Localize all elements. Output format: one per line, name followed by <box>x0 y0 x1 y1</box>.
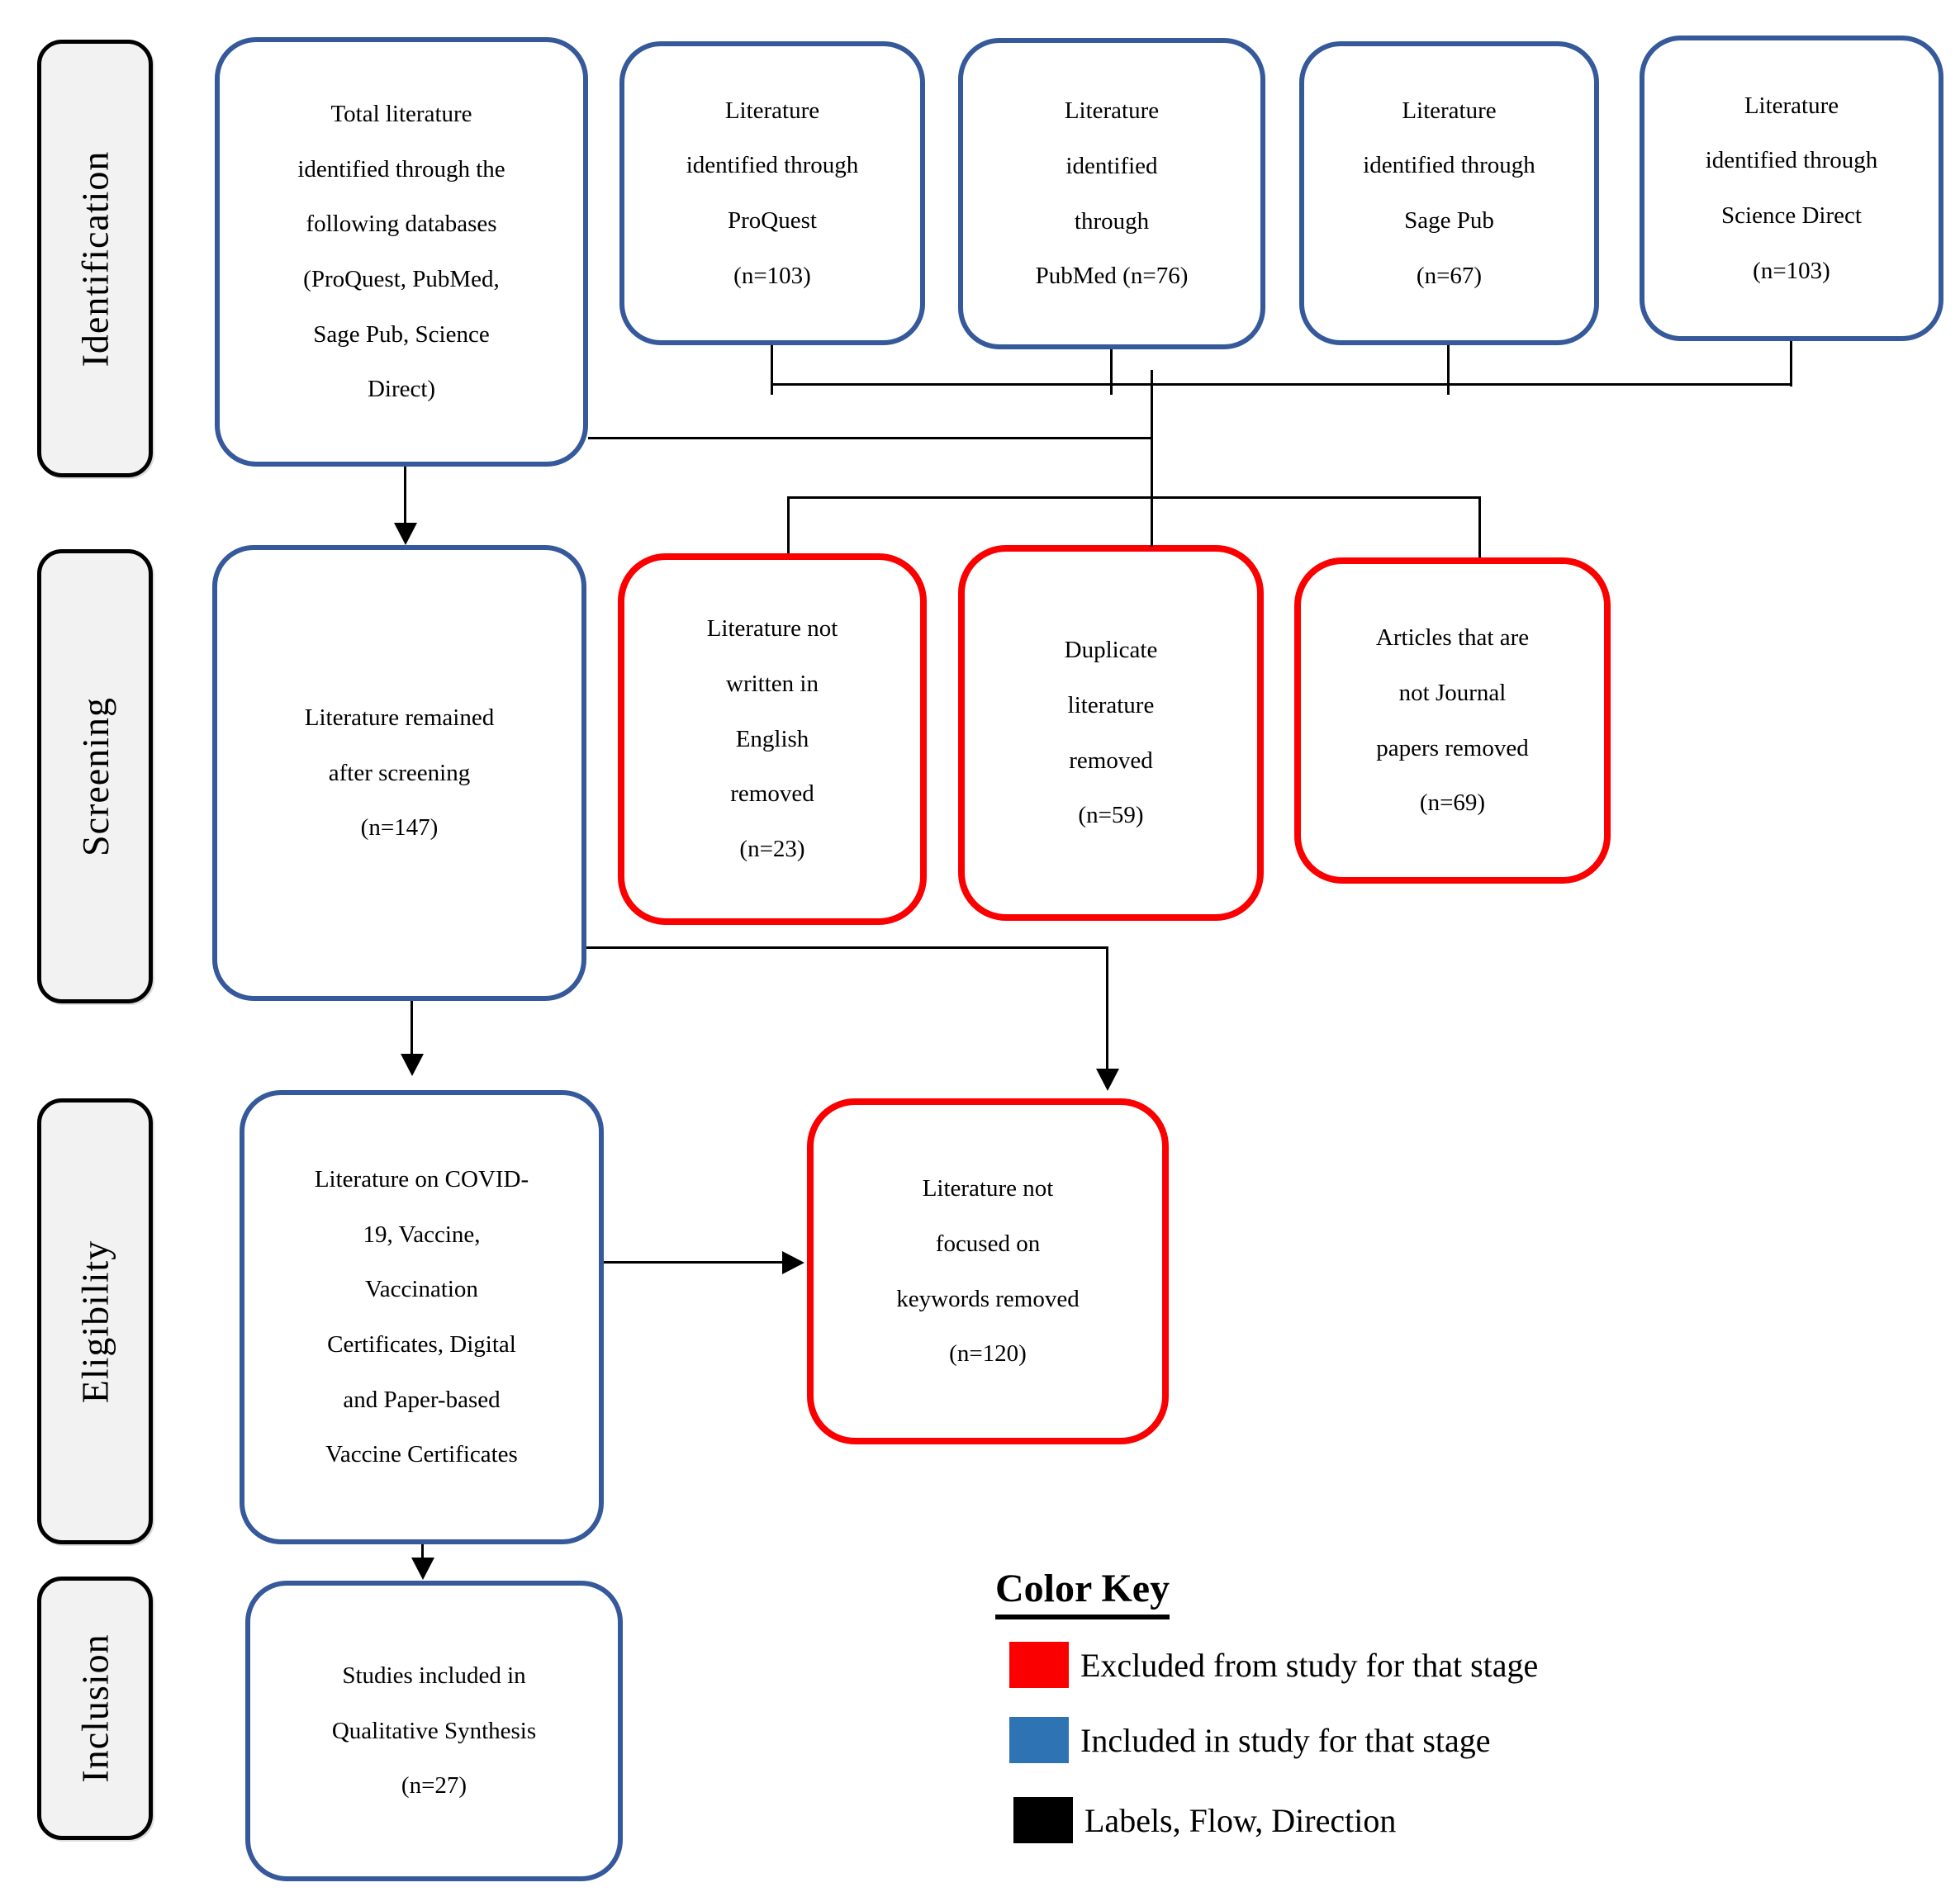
arrow-total-to-screening-head <box>394 523 417 545</box>
box-not-journal-text: Articles that are not Journal papers rem… <box>1375 624 1530 817</box>
stage-label-inclusion: Inclusion <box>37 1577 153 1840</box>
arrow-eligibility-to-inclusion-head <box>411 1558 434 1580</box>
excluded-swatch-icon <box>1009 1642 1069 1688</box>
connector-proquest-stub <box>771 345 773 395</box>
connector-sciencedirect-stub <box>1790 341 1792 386</box>
box-qualitative-synthesis: Studies included in Qualitative Synthesi… <box>245 1581 623 1881</box>
arrow-total-to-screening-line <box>404 467 406 524</box>
connector-screening-bus <box>787 496 1481 499</box>
connector-sagepub-stub <box>1447 345 1450 395</box>
arrow-screening-to-keywords-head <box>1096 1069 1119 1091</box>
box-total-literature-text: Total literature identified through the … <box>297 100 505 403</box>
box-sage-pub: Literature identified through Sage Pub (… <box>1299 41 1599 345</box>
stage-label-eligibility-text: Eligibility <box>74 1240 116 1403</box>
box-proquest-text: Literature identified through ProQuest (… <box>686 97 859 289</box>
arrow-eligibility-to-inclusion-line <box>421 1544 424 1561</box>
stage-label-screening-text: Screening <box>74 696 116 856</box>
box-total-literature: Total literature identified through the … <box>215 37 588 467</box>
color-key-title: Color Key <box>995 1566 1170 1619</box>
box-duplicates: Duplicate literature removed (n=59) <box>958 545 1264 921</box>
connector-drop-not-english <box>787 496 790 553</box>
arrow-screening-to-keywords-vline <box>1106 946 1108 1070</box>
color-key-row-excluded: Excluded from study for that stage <box>1009 1642 1538 1688</box>
color-key-label-included: Included in study for that stage <box>1080 1721 1491 1759</box>
color-key-row-included: Included in study for that stage <box>1009 1717 1491 1763</box>
color-key-row-flow: Labels, Flow, Direction <box>1013 1797 1396 1843</box>
flow-swatch-icon <box>1013 1797 1073 1843</box>
connector-drop-not-journal <box>1478 496 1481 557</box>
box-not-english: Literature not written in English remove… <box>618 553 927 925</box>
stage-label-eligibility: Eligibility <box>37 1098 153 1544</box>
box-proquest: Literature identified through ProQuest (… <box>619 41 925 345</box>
arrow-eligibility-to-keywords-line <box>604 1261 784 1264</box>
box-pubmed: Literature identified through PubMed (n=… <box>958 38 1265 349</box>
box-pubmed-text: Literature identified through PubMed (n=… <box>1035 97 1189 290</box>
color-key-label-flow: Labels, Flow, Direction <box>1084 1801 1397 1839</box>
box-not-journal: Articles that are not Journal papers rem… <box>1294 557 1611 884</box>
connector-identification-bus <box>771 383 1792 386</box>
box-sage-pub-text: Literature identified through Sage Pub (… <box>1363 97 1535 289</box>
arrow-screening-to-eligibility-head <box>401 1054 424 1076</box>
box-eligibility-topic-text: Literature on COVID- 19, Vaccine, Vaccin… <box>314 1165 529 1468</box>
arrow-eligibility-to-keywords-head <box>782 1251 804 1274</box>
box-science-direct: Literature identified through Science Di… <box>1640 36 1943 341</box>
included-swatch-icon <box>1009 1717 1069 1763</box>
connector-total-to-merge <box>588 437 1152 439</box>
box-science-direct-text: Literature identified through Science Di… <box>1705 92 1878 284</box>
connector-merge-vertical <box>1151 370 1153 547</box>
arrow-screening-to-keywords-hline <box>586 946 1108 949</box>
stage-label-inclusion-text: Inclusion <box>74 1634 116 1783</box>
box-eligibility-topic: Literature on COVID- 19, Vaccine, Vaccin… <box>240 1090 604 1544</box>
box-not-english-text: Literature not written in English remove… <box>706 615 838 863</box>
box-after-screening-text: Literature remained after screening (n=1… <box>304 704 495 842</box>
box-qualitative-synthesis-text: Studies included in Qualitative Synthesi… <box>331 1662 537 1800</box>
arrow-screening-to-eligibility-line <box>411 1001 413 1055</box>
box-not-keywords-text: Literature not focused on keywords remov… <box>896 1175 1080 1368</box>
connector-pubmed-stub <box>1110 349 1113 395</box>
stage-label-screening: Screening <box>37 549 153 1003</box>
stage-label-identification: Identification <box>37 40 153 477</box>
color-key-label-excluded: Excluded from study for that stage <box>1080 1646 1539 1684</box>
box-duplicates-text: Duplicate literature removed (n=59) <box>1064 637 1158 829</box>
stage-label-identification-text: Identification <box>74 150 116 367</box>
box-after-screening: Literature remained after screening (n=1… <box>212 545 586 1001</box>
box-not-keywords: Literature not focused on keywords remov… <box>807 1098 1169 1444</box>
